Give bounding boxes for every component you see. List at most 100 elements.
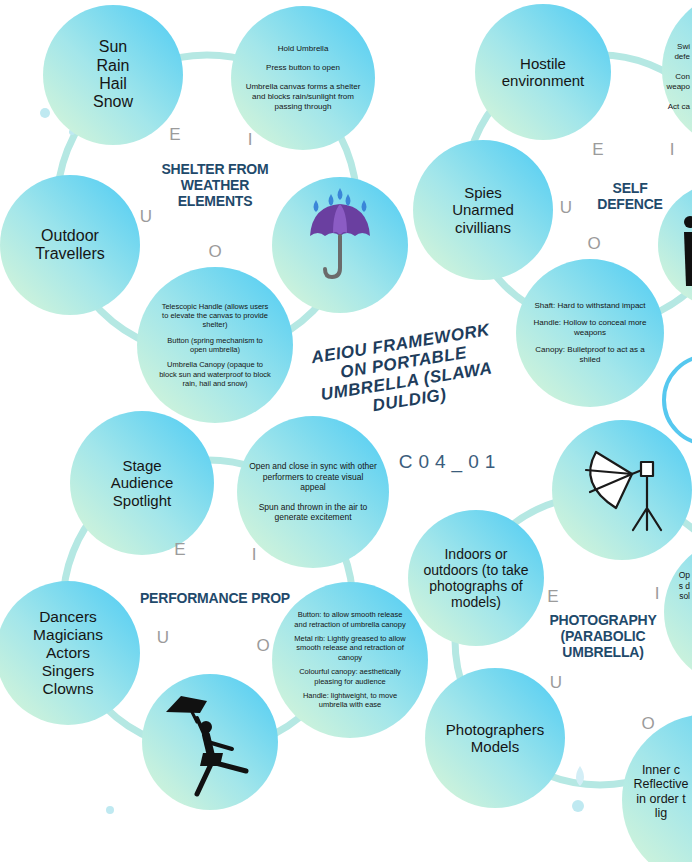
bubble-text: Hold Umbrella <box>278 44 329 54</box>
bubble-texts: Button: to allow smooth release and retr… <box>293 610 407 709</box>
bubble-node: Hostile environment <box>475 4 611 140</box>
bubble-text: Indoors or outdoors (to take photographs… <box>417 546 535 610</box>
bubble-fill <box>516 259 664 407</box>
bubble-text: Button (spring mechanism to open umbrell… <box>159 336 271 355</box>
dancer-silhouette <box>166 696 246 794</box>
skirt <box>200 753 223 766</box>
bubble-texts: Indoors or outdoors (to take photographs… <box>417 546 535 610</box>
bubble-texts: Stage Audience Spotlight <box>111 457 174 509</box>
bubble-node: Button: to allow smooth release and retr… <box>272 582 428 738</box>
arm <box>208 742 232 749</box>
parabolic-canopy <box>590 452 632 508</box>
bubble-fill <box>231 6 375 150</box>
bubble-text: Photographers Models <box>446 721 544 756</box>
bubble-node: Swi defeCon weapoAct ca <box>662 0 692 150</box>
dot <box>40 108 50 118</box>
bubble-text: Handle: lightweight, to move umbrella wi… <box>293 691 407 710</box>
figure-silhouette <box>684 216 692 286</box>
aeiou-letter: I <box>252 545 257 565</box>
aeiou-letter: E <box>592 140 603 160</box>
bubble-node: Open and close in sync with other perfor… <box>237 416 389 568</box>
icon-circle <box>552 420 692 560</box>
bubble-node: Hold UmbrellaPress button to openUmbrell… <box>231 6 375 150</box>
bubble-circle <box>231 6 375 150</box>
bubble-text: Press button to open <box>266 63 340 73</box>
bubble-text: Sun Rain Hail Snow <box>93 38 133 112</box>
bubble-text: Stage Audience Spotlight <box>111 457 174 509</box>
bubble-node: Spies Unarmed civillians <box>413 140 553 280</box>
flash-head <box>641 462 653 476</box>
bubble-node: Inner c Reflective in order t lig <box>622 714 692 862</box>
bubble-texts: Hostile environment <box>502 55 585 90</box>
aeiou-letter: U <box>140 207 152 227</box>
bubble-text: Act ca <box>668 102 690 112</box>
aeiou-letter: I <box>248 130 253 150</box>
cluster-title: SELF DEFENCE <box>589 180 671 212</box>
bubble-text: Con weapo <box>666 72 690 92</box>
aeiou-letter: E <box>547 587 558 607</box>
bubble-fill <box>413 140 553 280</box>
bubble-text: Spies Unarmed civillians <box>452 184 514 236</box>
bubble-text: Metal rib: Lightly greased to allow smoo… <box>293 634 407 662</box>
ribs <box>586 470 632 492</box>
umbrella-canopy <box>166 696 207 713</box>
aeiou-letter: U <box>550 673 562 693</box>
bubble-text: Telescopic Handle (allows users to eleva… <box>159 302 271 330</box>
bubble-fill <box>272 582 428 738</box>
icon-circle <box>142 674 278 810</box>
bubble-text: Open and close in sync with other perfor… <box>249 461 377 493</box>
bubble-texts: Dancers Magicians Actors Singers Clowns <box>33 608 103 697</box>
bubble-texts: Spies Unarmed civillians <box>452 184 514 236</box>
bubble-node: Photographers Models <box>425 668 565 808</box>
bubble-text: Umbrella Canopy (opaque to block sun and… <box>159 360 271 388</box>
bubble-node: Op s d sol <box>664 538 692 686</box>
decor-arc <box>664 356 692 444</box>
drop <box>346 194 351 206</box>
canopy-stripe <box>333 204 347 236</box>
head <box>684 216 692 228</box>
bubble-node: Telescopic Handle (allows users to eleva… <box>137 267 293 423</box>
rain-drops <box>314 188 367 212</box>
bubble-text: Umbrella canvas forms a shelter and bloc… <box>241 82 365 112</box>
bubble-fill <box>137 267 293 423</box>
bubble-fill <box>70 411 214 555</box>
aeiou-letter: U <box>157 628 169 648</box>
bubble-fill <box>43 5 183 145</box>
bubble-node: Sun Rain Hail Snow <box>43 5 183 145</box>
icon-circle <box>272 177 408 313</box>
icon-circle <box>658 183 692 307</box>
drop <box>329 194 334 206</box>
bubble-fill <box>664 538 692 686</box>
aeiou-letter: O <box>256 636 269 656</box>
bubble-fill <box>622 714 692 862</box>
bubble-text: Canopy: Bulletproof to act as a shiled <box>531 345 649 365</box>
umbrella-icon <box>310 188 370 277</box>
drop <box>338 188 343 200</box>
aeiou-letter: O <box>587 234 600 254</box>
bubble-texts: Swi defeCon weapoAct ca <box>666 42 690 112</box>
diagram-code: C04_01 <box>399 451 502 473</box>
bubble-node: Shaft: Hard to withstand impactHandle: H… <box>516 259 664 407</box>
drop <box>314 200 319 212</box>
cluster-rings <box>57 55 692 785</box>
bubble-fill <box>0 581 140 725</box>
diagram-title: AEIOU FRAMEWORK ON PORTABLE UMBRELLA (SL… <box>309 320 501 424</box>
aeiou-letter: I <box>670 140 675 160</box>
umbrella-canopy <box>310 204 370 236</box>
umbrella-handle <box>325 236 340 277</box>
aeiou-letter: O <box>208 242 221 262</box>
bubble-circle <box>664 538 692 686</box>
bubble-fill <box>237 416 389 568</box>
bubble-text: Colourful canopy: aesthetically pleasing… <box>293 667 407 686</box>
bubble-texts: Hold UmbrellaPress button to openUmbrell… <box>241 44 365 112</box>
cluster-title: PHOTOGRAPHY (PARABOLIC UMBRELLA) <box>543 612 663 660</box>
bubble-text: Op s d sol <box>679 570 690 602</box>
bubble-texts: Shaft: Hard to withstand impactHandle: H… <box>531 301 649 365</box>
bubble-texts: Telescopic Handle (allows users to eleva… <box>159 302 271 389</box>
cluster-title: SHELTER FROM WEATHER ELEMENTS <box>151 161 279 209</box>
bubble-texts: Photographers Models <box>446 721 544 756</box>
aeiou-letter: U <box>560 198 572 218</box>
droplet <box>576 766 584 786</box>
dot <box>106 806 114 814</box>
